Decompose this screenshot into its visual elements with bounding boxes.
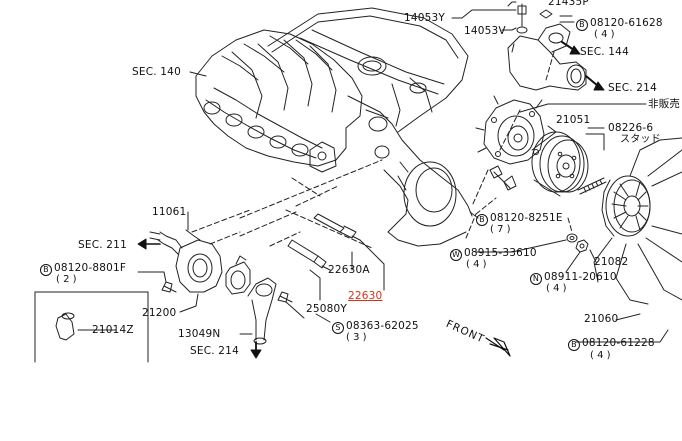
leader-lines	[77, 1, 669, 343]
part-number-text: 08363-62025	[346, 320, 419, 332]
qty-08120-8251e: ( 7 )	[490, 224, 511, 235]
intake-manifold-drawing	[195, 29, 363, 173]
arrow-sec214-top	[585, 75, 605, 91]
part-number-text: 08915-33610	[464, 247, 537, 259]
bolt-prefix-icon: B	[40, 264, 52, 276]
part-label-14053y[interactable]: 14053Y	[404, 12, 446, 24]
part-number-text: 08120-61628	[590, 17, 663, 29]
qty-08363-62025: ( 3 )	[346, 332, 367, 343]
qty-08911-20610: ( 4 )	[546, 283, 567, 294]
inset-frame	[34, 291, 149, 363]
part-label-11061[interactable]: 11061	[152, 206, 187, 218]
guide-lines	[191, 51, 573, 249]
qty-08120-61228: ( 4 )	[590, 350, 611, 361]
part-label-14053v[interactable]: 14053V	[464, 25, 506, 37]
outlet-pipe-drawing	[247, 277, 277, 345]
part-number-text: 08120-61228	[582, 337, 655, 349]
arrow-sec211	[137, 238, 161, 250]
arrow-sec144	[561, 41, 581, 55]
part-label-21200[interactable]: 21200	[142, 307, 177, 319]
section-link-sec140[interactable]: SEC. 140	[132, 66, 181, 78]
part-number-text: 08120-8801F	[54, 262, 127, 274]
stud-bolt-drawing	[577, 177, 607, 195]
fasteners-drawing	[161, 165, 589, 303]
part-label-21435p[interactable]: 21435P	[548, 0, 589, 8]
bolt-prefix-icon: B	[576, 19, 588, 31]
screw-prefix-icon: S	[332, 322, 344, 334]
engine-block-drawing	[267, 7, 473, 247]
arrow-sec214-bottom	[250, 341, 262, 359]
part-label-25080y[interactable]: 25080Y	[306, 303, 348, 315]
part-label-08226[interactable]: 08226-6	[608, 122, 654, 134]
fan-blades-drawing	[593, 137, 682, 305]
pulley-drawing	[531, 131, 589, 197]
part-label-21014z[interactable]: 21014Z	[92, 324, 134, 336]
section-link-sec214-top[interactable]: SEC. 214	[608, 82, 657, 94]
section-link-sec211[interactable]: SEC. 211	[78, 239, 127, 251]
qty-08120-8801f: ( 2 )	[56, 274, 77, 285]
part-label-21051[interactable]: 21051	[556, 114, 591, 126]
stud-note: スタッド	[620, 134, 661, 145]
qty-08915-33610: ( 4 )	[466, 259, 487, 270]
washer-prefix-icon: W	[450, 249, 462, 261]
part-number-text: 08911-20610	[544, 271, 617, 283]
part-number-text: 08120-8251E	[490, 212, 563, 224]
qty-08120-61628: ( 4 )	[594, 29, 615, 40]
water-pump-drawing	[475, 95, 545, 165]
part-label-22630a[interactable]: 22630A	[328, 264, 370, 276]
nut-prefix-icon: N	[530, 273, 542, 285]
part-label-13049n[interactable]: 13049N	[178, 328, 221, 340]
section-link-sec144[interactable]: SEC. 144	[580, 46, 629, 58]
sensors-drawing	[287, 213, 361, 271]
front-arrow	[485, 337, 511, 357]
drain-plug-drawing	[55, 312, 75, 341]
bolt-prefix-icon: B	[568, 339, 580, 351]
part-label-21060[interactable]: 21060	[584, 313, 619, 325]
part-label-22630-highlighted[interactable]: 22630	[348, 290, 383, 302]
fan-clutch-drawing	[601, 175, 651, 237]
water-inlet-drawing	[149, 229, 251, 295]
part-label-21082[interactable]: 21082	[594, 256, 629, 268]
non-sale-note: 非販売	[648, 98, 681, 110]
section-link-sec214-bottom[interactable]: SEC. 214	[190, 345, 239, 357]
bolt-prefix-icon: B	[476, 214, 488, 226]
